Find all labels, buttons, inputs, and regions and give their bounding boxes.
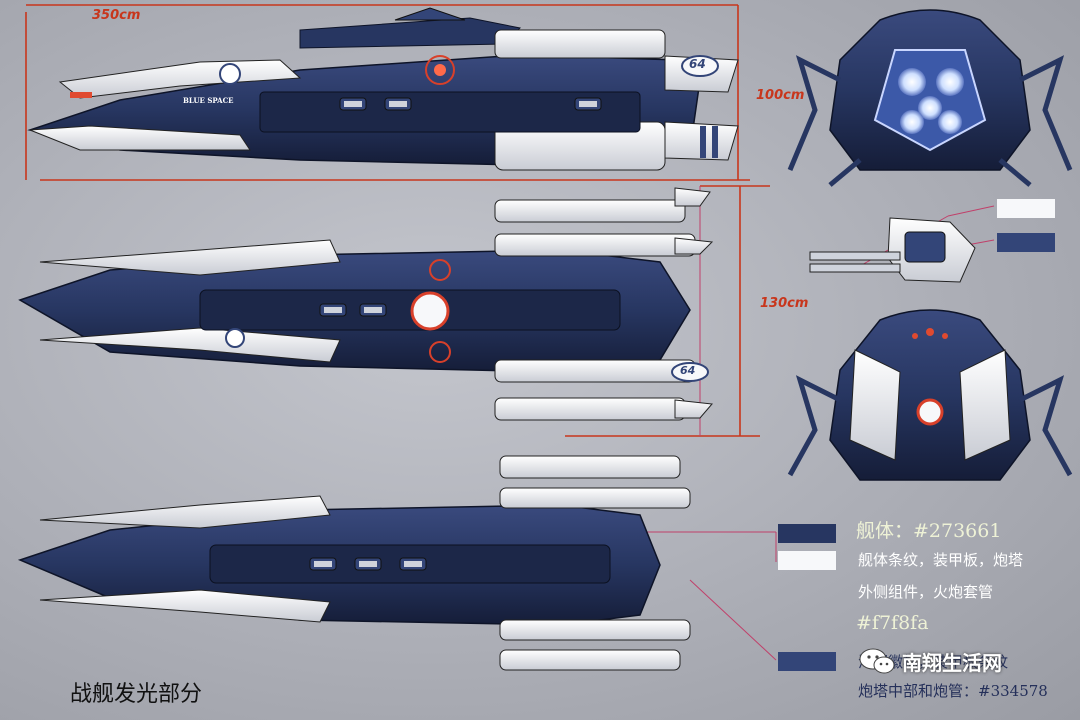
emblem-color-swatch xyxy=(778,652,836,671)
stripe-color-code: #f7f8fa xyxy=(856,612,929,634)
ship-side-view xyxy=(27,7,739,171)
ship-bottom-view xyxy=(17,455,691,671)
height-label: 100cm xyxy=(756,88,805,103)
dimension-lines xyxy=(25,4,770,437)
emblem-desc-line2: 炮塔中部和炮管：#334578 xyxy=(858,682,1048,700)
ship-rear-view xyxy=(787,309,1073,481)
hull-color-swatch xyxy=(778,524,836,543)
stripe-desc-line1: 舰体条纹，装甲板，炮塔 xyxy=(858,551,1024,569)
length-label: 350cm xyxy=(92,8,141,23)
turret-swatch-blue xyxy=(997,233,1055,252)
width-label: 130cm xyxy=(760,296,809,311)
hull-number-2: 64 xyxy=(680,364,696,377)
watermark: 南翔生活网 xyxy=(858,646,1002,676)
hull-number-badge-1 xyxy=(681,55,719,77)
stripe-desc-line2: 外侧组件，火炮套管 xyxy=(858,583,994,601)
hull-number-1: 64 xyxy=(689,57,706,71)
ship-top-view xyxy=(18,187,714,421)
watermark-text: 南翔生活网 xyxy=(902,650,1002,675)
turret-swatch-white xyxy=(997,199,1055,218)
stripe-color-swatch xyxy=(778,551,836,570)
turret-detail xyxy=(809,217,976,283)
hull-side-text: BLUE SPACE xyxy=(183,96,234,105)
emblem-desc-line1: 海军徽标，装甲板条纹 xyxy=(858,653,1009,671)
ship-front-view xyxy=(787,9,1073,187)
wechat-icon xyxy=(859,648,895,674)
hull-color-label: 舰体：#273661 xyxy=(856,520,1002,542)
section-caption: 战舰发光部分 xyxy=(70,682,203,707)
